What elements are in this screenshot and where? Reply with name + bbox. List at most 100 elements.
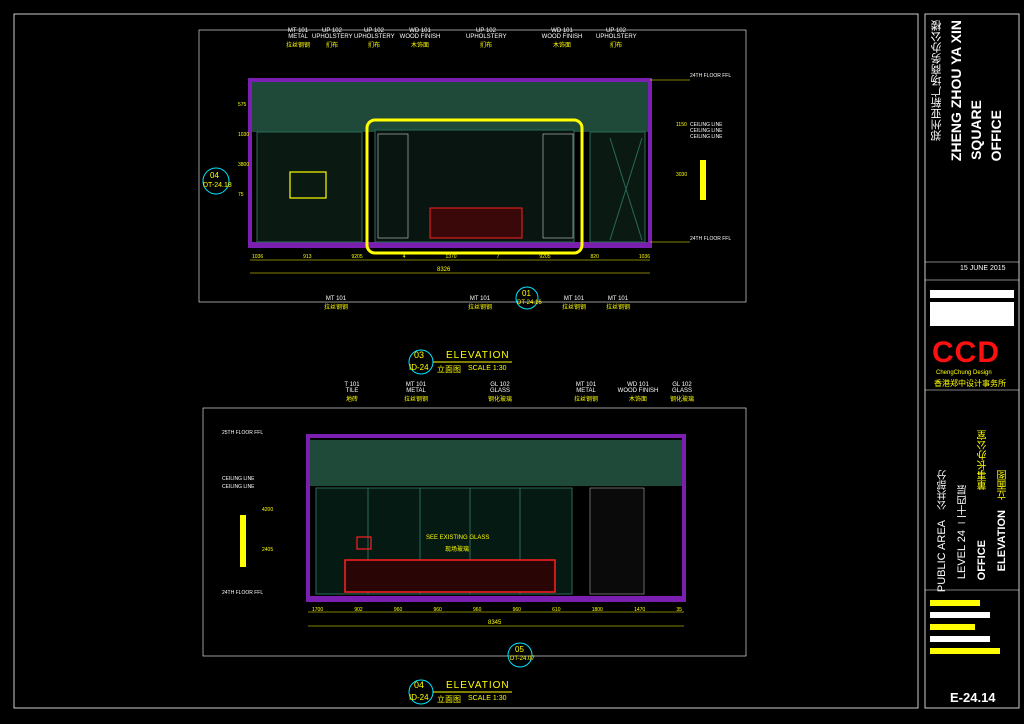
project-en-2: SQUARE	[968, 100, 984, 160]
callout-en: METAL	[576, 388, 596, 394]
right-panel-x2	[609, 137, 643, 241]
view1-level-1: CEILING LINE	[690, 122, 723, 128]
dim: 1036	[638, 254, 650, 260]
callout-en: GLASS	[671, 388, 692, 394]
date-label: 15 JUNE 2015	[960, 265, 1006, 272]
view2-level-2: CEILING LINE	[222, 484, 255, 490]
view1-title: ELEVATION	[446, 350, 510, 361]
callout-cn: 拉丝钢钢	[285, 43, 310, 49]
view2-level-0: 25TH FLOOR FFL	[222, 430, 264, 436]
dim: 3800	[238, 162, 250, 168]
bookshelf-left	[377, 133, 409, 239]
floor-band-2	[308, 596, 684, 602]
callout-cn: 钢化玻璃	[487, 397, 512, 403]
elevation-03	[202, 78, 706, 375]
space-en: OFFICE	[976, 540, 988, 581]
callout-en: UPHOLSTERY	[312, 34, 353, 40]
callout-code: T 101	[344, 382, 360, 388]
view2-note-cn: 现场玻璃	[445, 547, 470, 553]
ceiling-band-2	[310, 440, 682, 486]
callout-code: UP 102	[364, 28, 384, 34]
callout-code: GL 102	[672, 382, 692, 388]
dim: 960	[473, 607, 482, 613]
view2-level-1: CEILING LINE	[222, 476, 255, 482]
callout-code: WD 101	[409, 28, 431, 34]
dim: 1370	[445, 254, 457, 260]
view2-callout-2: GL 102 GLASS 钢化玻璃	[480, 382, 520, 403]
view1-frame	[198, 29, 747, 303]
dim: 1030	[238, 132, 250, 138]
dim: 1700	[312, 607, 324, 613]
callout-cn: 木饰面	[552, 43, 571, 49]
view1-level-0: 24TH FLOOR FFL	[690, 73, 732, 79]
drawing-number: E-24.14	[950, 690, 996, 705]
dim: 2405	[262, 547, 274, 553]
callout-cn: 拉丝钢钢	[561, 305, 586, 311]
view1-dims-left: 575 1030 3800 75	[238, 90, 249, 210]
view1-callout-0: MT 101 METAL 拉丝钢钢	[278, 28, 318, 49]
view2-sheet: ID-24	[409, 693, 429, 702]
tb-bar-2	[930, 302, 1014, 326]
project-en-3: OFFICE	[988, 110, 1004, 162]
callout-cn: 扪布	[479, 43, 492, 49]
callout-cn: 钢化玻璃	[669, 397, 694, 403]
ccd-logo: CCD	[932, 336, 1000, 369]
area-cn: 公共部分	[938, 470, 949, 510]
callout-cn: 地砖	[345, 397, 358, 403]
dim: 575	[238, 102, 247, 108]
view1-number: 03	[414, 350, 425, 360]
callout-cn: 扪布	[325, 43, 338, 49]
callout-cn: 木饰面	[410, 43, 429, 49]
view1-callout-5: WD 101 WOOD FINISH 木饰面	[540, 28, 584, 49]
section-tag-circle	[202, 167, 230, 195]
callout-code: MT 101	[469, 296, 491, 302]
view2-scale: SCALE 1:30	[468, 695, 507, 702]
view1-sheet: ID-24	[409, 363, 429, 372]
callout-cn: 拉丝钢钢	[403, 397, 428, 403]
callout-en: WOOD FINISH	[617, 388, 659, 394]
view2-callout-5: GL 102 GLASS 钢化玻璃	[664, 382, 700, 403]
callout-code: MT 101	[287, 28, 309, 34]
dim: 1800	[591, 607, 603, 613]
sofa	[344, 559, 556, 593]
dim: 4	[402, 254, 406, 260]
north-bar-2	[240, 515, 246, 567]
ccd-logo-sub: ChengChung Design	[936, 370, 992, 376]
project-en-1: ZHENG ZHOU YA XIN	[948, 20, 964, 162]
callout-en: WOOD FINISH	[541, 34, 583, 40]
view1-level-2: CEILING LINE	[690, 128, 723, 134]
wood-panel	[589, 487, 645, 595]
feature-frame	[365, 118, 584, 255]
callout-code: WD 101	[627, 382, 649, 388]
left-panel	[256, 131, 363, 243]
dim: 9205	[539, 254, 551, 260]
view2-callout-1: MT 101 METAL 拉丝钢钢	[398, 382, 434, 403]
callout-en: UPHOLSTERY	[466, 34, 507, 40]
view2-frame	[202, 407, 747, 657]
floor-band	[250, 242, 650, 248]
dim: 1150	[676, 122, 687, 128]
dim: 902	[354, 607, 363, 613]
view2-callout-3: MT 101 METAL 拉丝钢钢	[568, 382, 604, 403]
dim: 1036	[252, 254, 264, 260]
callout-code: MT 101	[405, 382, 427, 388]
drawing-en: ELEVATION	[996, 510, 1008, 572]
titleblock-frame	[924, 13, 1020, 709]
ceiling-band	[250, 82, 650, 132]
callout-cn: 木饰面	[628, 397, 647, 403]
callout-cn: 扪布	[367, 43, 380, 49]
tb-bar-3	[930, 600, 980, 606]
view2-title-cn: 立面图	[437, 695, 461, 704]
callout-cn: 拉丝钢钢	[573, 397, 598, 403]
space-cn: 董事长办公室	[978, 430, 989, 490]
ccd-logo-sub-cn: 香港郑中设计事务所	[934, 379, 1006, 388]
view1-scale: SCALE 1:30	[468, 365, 507, 372]
view2-total-dim: 8345	[488, 620, 502, 626]
view1-level-4: 24TH FLOOR FFL	[690, 236, 732, 242]
level-cn: 二十四层	[958, 485, 969, 525]
bookshelf-right	[542, 133, 574, 239]
tb-bar-4	[930, 612, 990, 618]
titleblock	[924, 13, 1020, 709]
view1-dims-right: 1150 3030	[676, 100, 687, 200]
